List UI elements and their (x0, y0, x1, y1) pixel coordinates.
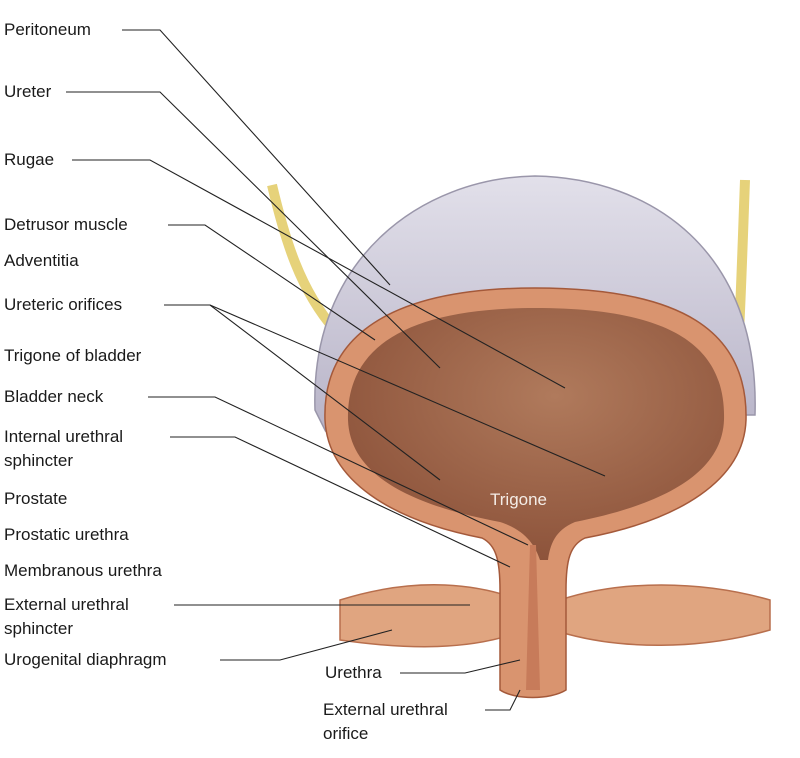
label-external-urethral-orifice: External urethral (323, 700, 448, 719)
label-adventitia: Adventitia (4, 251, 79, 270)
label-internal-urethral-sphincter: Internal urethral (4, 427, 124, 446)
label-external-urethral-sphincter-2: sphincter (4, 619, 73, 638)
urethra-lumen (526, 545, 540, 690)
bladder-cavity (347, 308, 725, 560)
left-ureter (267, 183, 339, 334)
label-trigone: Trigone (490, 490, 548, 509)
label-bladder-neck: Bladder neck (4, 387, 104, 406)
label-urethra: Urethra (325, 663, 382, 682)
leader-lines (66, 29, 606, 711)
label-internal-urethral-sphincter-2: sphincter (4, 451, 73, 470)
label-external-urethral-sphincter: External urethral (4, 595, 129, 614)
label-prostatic-urethra: Prostatic urethra (4, 525, 129, 544)
label-ureter: Ureter (4, 82, 52, 101)
label-urogenital-diaphragm: Urogenital diaphragm (4, 650, 167, 669)
label-membranous-urethra: Membranous urethra (4, 561, 162, 580)
label-trigone-of-bladder: Trigone of bladder (4, 346, 142, 365)
label-ureteric-orifices: Ureteric orifices (4, 295, 123, 314)
label-detrusor-muscle: Detrusor muscle (4, 215, 128, 234)
label-prostate: Prostate (4, 489, 68, 508)
label-external-urethral-orifice-2: orifice (323, 724, 369, 743)
label-peritoneum: Peritoneum (4, 20, 91, 39)
label-rugae: Rugae (4, 150, 55, 169)
